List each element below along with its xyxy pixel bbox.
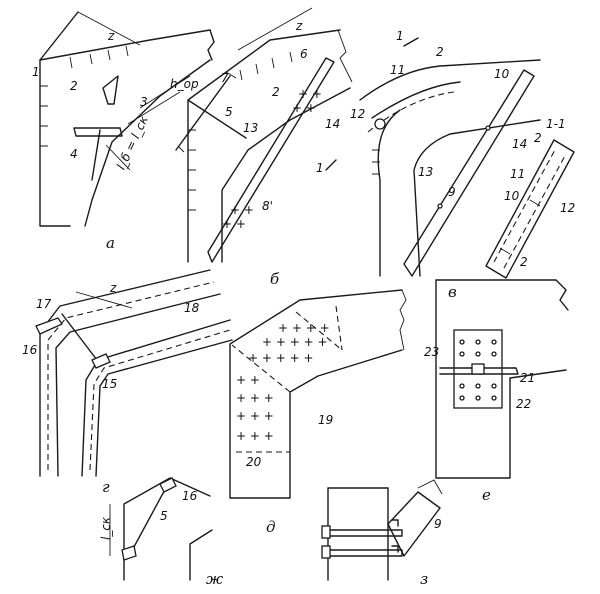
svg-text:+ + +: + + + — [236, 429, 274, 443]
panel-b-label-7: 7 — [221, 71, 229, 85]
panel-zh: l_ск 16 5 ж — [99, 477, 223, 588]
svg-text:+ +: + + — [298, 87, 322, 101]
panel-v: 11 2 10 12 13 9 14 1 в 1-1 2 11 10 12 2 — [350, 29, 575, 301]
panel-d-caption: д — [266, 518, 276, 536]
panel-d-label-20: 20 — [246, 455, 262, 469]
panel-b-label-8: 8' — [262, 199, 273, 213]
panel-b-label-6: 6 — [300, 47, 308, 61]
svg-text:+ +: + + — [230, 203, 254, 217]
panel-e-label-21: 21 — [520, 371, 535, 385]
panel-v-label-13: 13 — [418, 165, 433, 179]
panel-v-label-10: 10 — [494, 67, 510, 81]
panel-g-label-18: 18 — [184, 301, 200, 315]
panel-z-label-9: 9 — [434, 517, 442, 531]
panel-zh-label-16: 16 — [182, 489, 198, 503]
panel-z: 9 з — [321, 479, 443, 588]
panel-e-caption: е — [482, 486, 491, 504]
panel-b-label-5: 5 — [225, 105, 233, 119]
panel-v-caption: в — [448, 283, 457, 301]
panel-g-caption: г — [102, 478, 110, 496]
svg-text:+ + +: + + + — [236, 409, 274, 423]
panel-g-label-15: 15 — [102, 377, 117, 391]
panel-a-dim-z: z — [107, 29, 115, 43]
panel-e-label-22: 22 — [516, 397, 531, 411]
panel-v-section-1-1: 1-1 2 11 10 12 2 — [485, 117, 575, 279]
section-title: 1-1 — [546, 117, 566, 131]
panel-g-label-16: 16 — [22, 343, 38, 357]
svg-text:+ + + + +: + + + + + — [262, 335, 328, 349]
panel-v-label-9: 9 — [448, 185, 456, 199]
svg-text:+ +: + + — [236, 373, 260, 387]
panel-g: z 17 16 18 15 г — [22, 269, 233, 496]
panel-a-dim-h: h_op — [170, 77, 199, 91]
panel-b-label-14: 14 — [325, 117, 340, 131]
panel-b-label-13: 13 — [243, 121, 258, 135]
panel-e-label-23: 23 — [424, 345, 439, 359]
panel-v-label-11: 11 — [390, 63, 405, 77]
panel-zh-dim-l: l_ск — [99, 516, 113, 540]
panel-b-cut-mark: 1 — [316, 161, 324, 175]
panel-e: 23 21 22 е — [424, 279, 569, 504]
section-label-12: 12 — [560, 201, 575, 215]
panel-a-label-2: 2 — [70, 79, 78, 93]
panel-a-label-1: 1 — [32, 65, 40, 79]
svg-text:+ + + +: + + + + — [278, 321, 330, 335]
panel-v-label-14: 14 — [512, 137, 527, 151]
panel-d-label-19: 19 — [318, 413, 333, 427]
svg-text:+ + +: + + + — [236, 391, 274, 405]
panel-v-cut-mark: 1 — [396, 29, 404, 43]
panel-g-label-17: 17 — [36, 297, 52, 311]
panel-b-dim-z: z — [295, 19, 303, 33]
svg-text:+ +: + + — [222, 217, 246, 231]
panel-a: z 1 2 3 4 h_op l_б = l_ск а — [32, 11, 215, 252]
section-label-2-bottom: 2 — [520, 255, 528, 269]
panel-a-label-4: 4 — [70, 147, 78, 161]
panel-a-label-3: 3 — [140, 95, 148, 109]
panel-d: + + + + + + + + + + + + + + + + + + + + … — [229, 289, 407, 536]
section-label-10: 10 — [504, 189, 520, 203]
panel-zh-label-5: 5 — [160, 509, 168, 523]
panel-z-caption: з — [420, 570, 428, 588]
panel-g-dim-z: z — [109, 281, 117, 295]
panel-v-label-2: 2 — [436, 45, 444, 59]
svg-text:+ + + + +: + + + + + — [248, 351, 314, 365]
section-label-2-top: 2 — [534, 131, 542, 145]
panel-a-caption: а — [106, 234, 115, 252]
panel-b-caption: б — [270, 270, 280, 288]
panel-v-label-12: 12 — [350, 107, 365, 121]
panel-b-label-2: 2 — [272, 85, 280, 99]
panel-zh-caption: ж — [206, 570, 223, 588]
panel-b: + + + + + + + + z 7 6 5 2 13 14 8' 1 б — [175, 7, 353, 288]
section-label-11: 11 — [510, 167, 525, 181]
svg-text:+ +: + + — [292, 101, 316, 115]
